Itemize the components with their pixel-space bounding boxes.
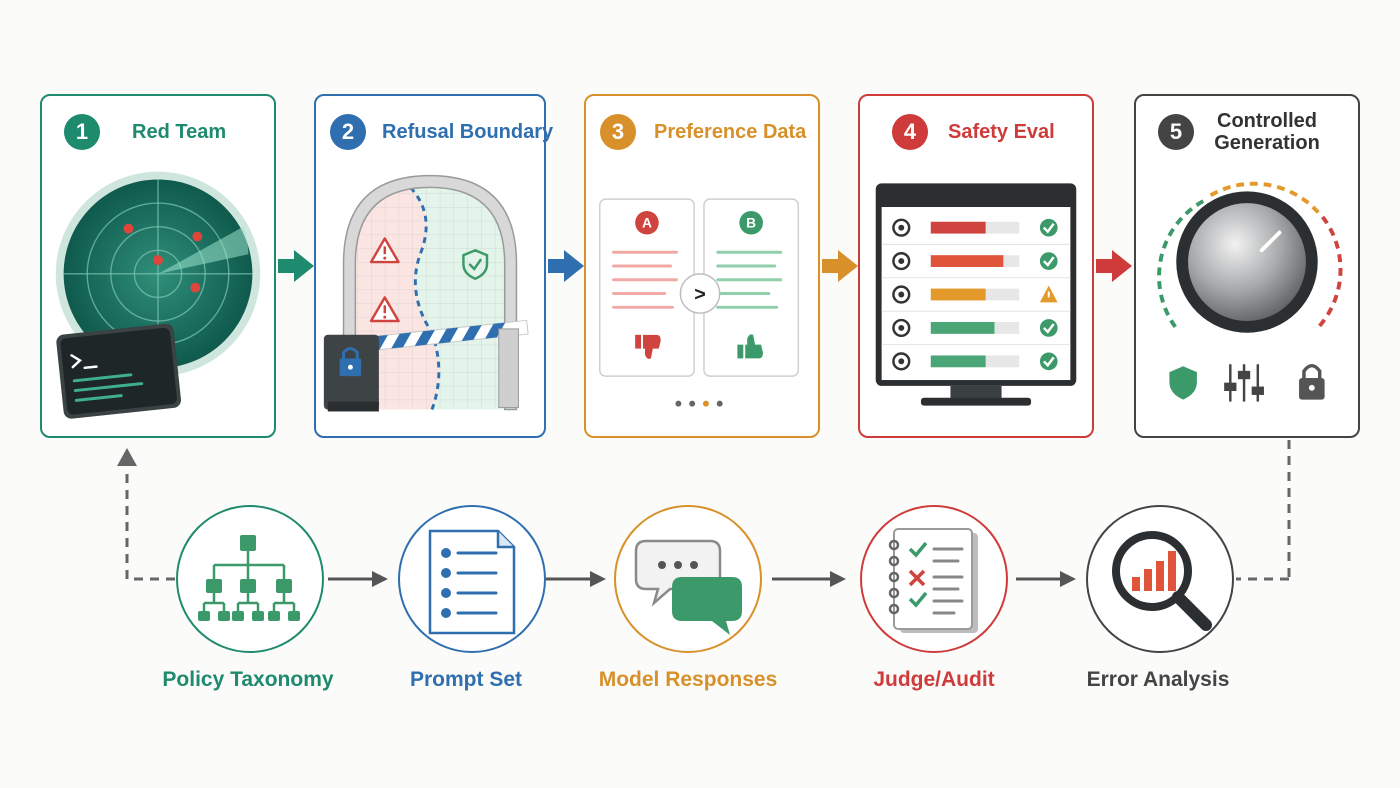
- compare-badge: [679, 273, 721, 314]
- card-arrow-3: [822, 250, 858, 282]
- process-label: Policy Taxonomy: [162, 668, 334, 691]
- terminal-icon: [56, 323, 181, 419]
- eval-row: [881, 277, 1071, 304]
- shield-check-icon: [462, 248, 489, 281]
- stage-number-badge: 3: [600, 114, 636, 150]
- chat-bubbles-icon: [634, 539, 742, 635]
- eval-bar: [930, 355, 986, 368]
- magnifier-chart-icon: [1112, 531, 1212, 631]
- thumbs-up-icon: [737, 334, 763, 359]
- warning-icon: [1039, 285, 1058, 303]
- eval-row: [881, 310, 1071, 338]
- stage-card-controlled-generation: 5 Controlled Generation: [1134, 94, 1360, 438]
- process-label: Error Analysis: [1086, 668, 1230, 691]
- response-card-b: [703, 198, 800, 377]
- stage-card-preference-data: > A B 3 Preference Data: [584, 94, 820, 438]
- feedback-loop-right: [1236, 440, 1291, 581]
- process-arrow-1: [328, 571, 388, 587]
- eval-row: [881, 344, 1071, 371]
- feedback-loop-left: [125, 468, 175, 581]
- chat-bubble-icon: [892, 318, 911, 338]
- control-knob: [1188, 203, 1306, 322]
- warning-icon: [369, 237, 400, 264]
- radar-blip: [192, 231, 203, 242]
- card-arrow-2: [548, 250, 584, 282]
- feedback-arrowhead: [117, 448, 137, 466]
- stage-number-badge: 1: [64, 114, 100, 150]
- warning-icon: [369, 296, 400, 323]
- preference-comparison-illustration: > A B: [599, 198, 800, 407]
- check-icon: [1039, 252, 1058, 270]
- process-arrow-2: [546, 571, 606, 587]
- stage-number-badge: 2: [330, 114, 366, 150]
- eval-bar: [930, 288, 986, 301]
- eval-bar: [930, 221, 986, 234]
- process-arrow-4: [1016, 571, 1076, 587]
- process-step-model-responses: [614, 505, 762, 653]
- boundary-gate-illustration: [323, 174, 529, 412]
- eval-row: [892, 218, 1058, 237]
- option-b-label: B: [746, 216, 756, 231]
- compare-symbol: >: [694, 283, 705, 305]
- stage-card-refusal-boundary: 2 Refusal Boundary: [314, 94, 553, 438]
- radar-blip: [123, 223, 134, 234]
- process-step-judge-audit: [860, 505, 1008, 653]
- check-icon: [1039, 319, 1058, 337]
- process-label: Judge/Audit: [873, 668, 995, 691]
- scales-icon: [892, 352, 911, 371]
- checklist-icon: [888, 528, 978, 633]
- stage-title: Red Team: [132, 121, 227, 143]
- biohazard-icon: [892, 218, 911, 237]
- process-step-policy-taxonomy: [176, 505, 324, 653]
- check-icon: [1039, 218, 1058, 237]
- control-knob-illustration: [1157, 181, 1343, 402]
- process-step-prompt-set: [398, 505, 546, 653]
- stage-number-badge: 5: [1158, 114, 1194, 150]
- process-arrow-3: [772, 571, 846, 587]
- document-list-icon: [428, 529, 516, 635]
- safety-eval-monitor: [875, 183, 1077, 406]
- lock-icon: [892, 251, 911, 271]
- stage-title: Safety Eval: [948, 121, 1055, 143]
- card-arrow-1: [278, 250, 314, 282]
- option-a-label: A: [642, 216, 652, 231]
- eval-bar: [930, 255, 1004, 267]
- pagination-dots: [675, 400, 723, 407]
- response-card-a: [599, 198, 695, 377]
- spy-icon: [892, 285, 911, 304]
- radar-illustration: [55, 171, 261, 419]
- eval-row: [881, 243, 1071, 271]
- shield-icon: [1169, 366, 1197, 400]
- check-icon: [1039, 352, 1058, 371]
- process-label: Prompt Set: [409, 668, 522, 691]
- radar-blip: [153, 255, 163, 266]
- lock-icon: [1299, 364, 1325, 400]
- stage-number-badge: 4: [892, 114, 928, 150]
- eval-bar: [930, 322, 995, 334]
- radar-blip: [190, 282, 201, 293]
- card-arrow-4: [1096, 250, 1132, 282]
- thumbs-down-icon: [635, 334, 661, 359]
- stage-card-red-team: 1 Red Team: [40, 94, 276, 438]
- stage-title: Preference Data: [654, 121, 807, 143]
- stage-title: Controlled Generation: [1214, 110, 1320, 154]
- stage-title: Refusal Boundary: [382, 121, 554, 143]
- stage-card-safety-eval: 4 Safety Eval: [858, 94, 1094, 438]
- process-step-error-analysis: [1086, 505, 1234, 653]
- sliders-icon: [1224, 364, 1264, 402]
- padlock-post: [323, 334, 379, 412]
- process-label: Model Responses: [598, 668, 778, 691]
- hierarchy-icon: [198, 535, 300, 621]
